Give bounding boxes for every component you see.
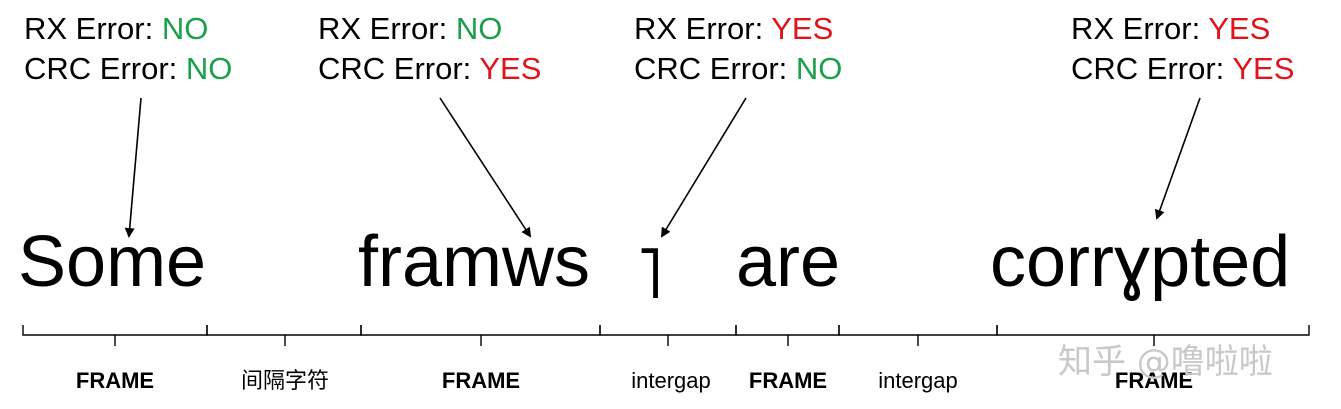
segment-label-intergap: intergap [631, 368, 711, 393]
rx-error-label: RX Error: [24, 11, 154, 46]
status-box-2: RX Error: NO CRC Error: YES [318, 9, 541, 89]
bracket-6 [838, 325, 998, 346]
segment-label-frame: FRAME [75, 368, 155, 393]
bracket-1 [22, 325, 208, 346]
crc-error-value: YES [479, 51, 542, 86]
segment-label-intergap: intergap [878, 368, 958, 393]
word-some: Some [18, 222, 207, 302]
arrow-1 [124, 97, 142, 238]
status-box-1: RX Error: NO CRC Error: NO [24, 9, 232, 89]
word-framws: framws [358, 222, 590, 302]
word-corrupted: corrɣpted [990, 222, 1291, 302]
crc-error-label: CRC Error: [318, 51, 472, 86]
crc-error-label: CRC Error: [24, 51, 178, 86]
rx-error-label: RX Error: [1071, 11, 1201, 46]
rx-error-value: NO [455, 11, 503, 46]
arrow-2 [439, 97, 532, 238]
rx-error-value: YES [1208, 11, 1271, 46]
status-box-3: RX Error: YES CRC Error: NO [634, 9, 842, 89]
watermark: 知乎 @噜啦啦 [1058, 342, 1273, 382]
crc-error-value: YES [1232, 51, 1295, 86]
segment-brackets [22, 325, 1310, 346]
arrow-4 [1154, 97, 1201, 220]
bracket-5 [735, 325, 840, 346]
segment-label-frame: FRAME [1114, 368, 1194, 393]
rx-error-label: RX Error: [318, 11, 448, 46]
crc-error-value: NO [795, 51, 843, 86]
segment-label-frame: FRAME [441, 368, 521, 393]
status-box-4: RX Error: YES CRC Error: YES [1071, 9, 1294, 89]
rx-error-label: RX Error: [634, 11, 764, 46]
arrow-3 [660, 97, 747, 238]
word-are: are [736, 222, 841, 302]
bracket-4 [599, 325, 737, 346]
rx-error-value: NO [161, 11, 209, 46]
segment-label-gap: 间隔字符 [240, 368, 330, 393]
bracket-3 [360, 325, 601, 346]
word-glitch-symbol: ˥ [636, 234, 664, 314]
crc-error-label: CRC Error: [634, 51, 788, 86]
crc-error-value: NO [185, 51, 233, 86]
bracket-7 [996, 325, 1310, 346]
segment-label-frame: FRAME [748, 368, 828, 393]
rx-error-value: YES [771, 11, 834, 46]
crc-error-label: CRC Error: [1071, 51, 1225, 86]
bracket-2 [206, 325, 362, 346]
